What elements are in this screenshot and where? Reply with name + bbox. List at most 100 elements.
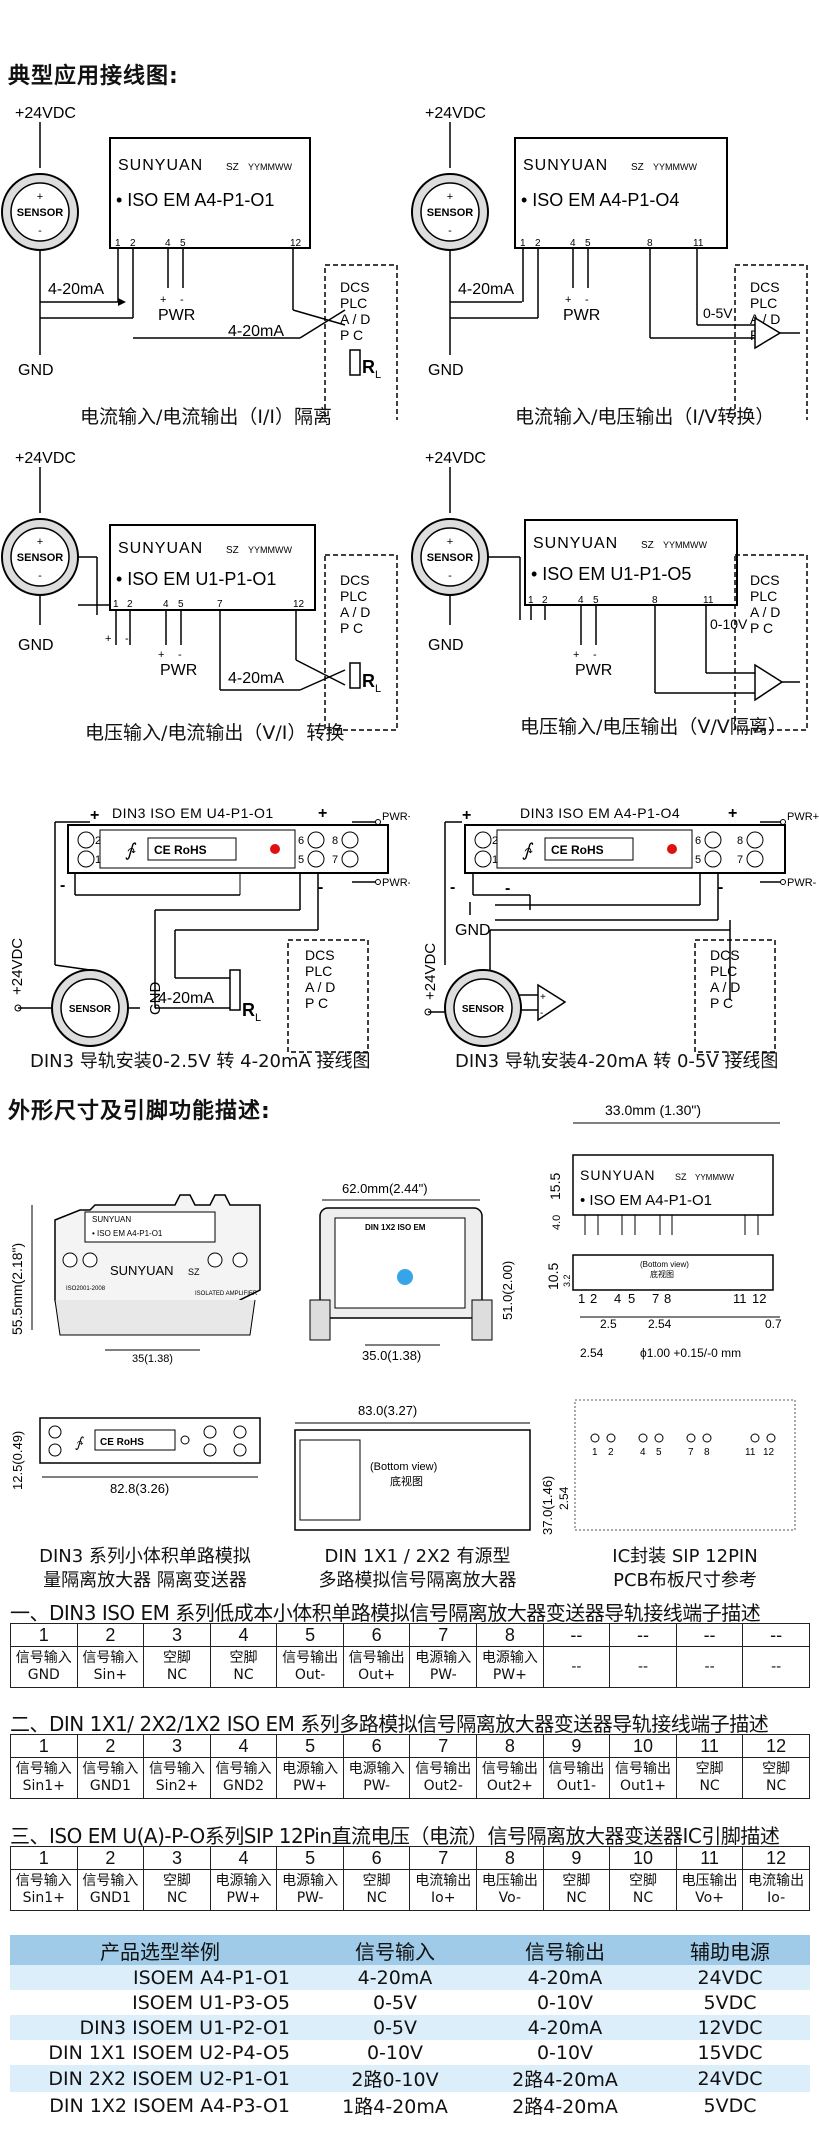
svg-text:-: - <box>38 225 42 237</box>
svg-text:SUNYUAN: SUNYUAN <box>580 1167 655 1183</box>
pin-number: 11 <box>675 1846 744 1870</box>
svg-text:8: 8 <box>737 835 743 847</box>
amplifier-icon <box>754 316 782 350</box>
svg-text:ISOLATED AMPLIFIER: ISOLATED AMPLIFIER <box>195 1291 258 1297</box>
dims-section-title: 外形尺寸及引脚功能描述: <box>8 1099 271 1124</box>
svg-text:SENSOR: SENSOR <box>462 1004 505 1015</box>
pin-number: 3 <box>143 1623 211 1647</box>
svg-text:R: R <box>362 671 375 691</box>
svg-text:5: 5 <box>628 1291 635 1306</box>
pin-number: 1 <box>10 1623 78 1647</box>
pin-number: 10 <box>609 1734 677 1758</box>
svg-text:+: + <box>565 294 571 306</box>
svg-text:15.5: 15.5 <box>547 1173 563 1200</box>
svg-text:1: 1 <box>592 1447 598 1458</box>
pin-number: 7 <box>409 1734 478 1758</box>
svg-text:DIN 1X2 ISO EM: DIN 1X2 ISO EM <box>365 1223 426 1232</box>
table3-title: 三、ISO EM U(A)-P-O系列SIP 12Pin直流电压（电流）信号隔离… <box>10 1824 780 1848</box>
svg-text:6: 6 <box>298 835 304 847</box>
svg-text:4: 4 <box>570 238 576 249</box>
resistor-icon <box>349 349 361 376</box>
svg-text:7: 7 <box>737 854 743 866</box>
pin-number: 9 <box>542 1734 611 1758</box>
svg-text:PLC: PLC <box>750 588 777 604</box>
pin-number: 5 <box>276 1846 344 1870</box>
power-cell: 15VDC <box>697 2041 763 2064</box>
output-cell: 2路4-20mA <box>512 2096 618 2118</box>
pin-number: 8 <box>476 1846 544 1870</box>
svg-text:12: 12 <box>293 599 305 610</box>
svg-text:底视图: 底视图 <box>390 1474 423 1488</box>
table1-title: 一、DIN3 ISO EM 系列低成本小体积单路模拟信号隔离放大器变送器导轨接线… <box>10 1601 761 1625</box>
pin-number: 3 <box>143 1734 211 1758</box>
svg-text:4: 4 <box>163 599 169 610</box>
svg-text:A / D: A / D <box>710 979 740 995</box>
svg-text:-: - <box>180 294 184 306</box>
resistor-icon <box>229 969 241 1011</box>
svg-text:SZ: SZ <box>675 1172 687 1182</box>
gnd-label: GND <box>18 362 54 379</box>
svg-text:4: 4 <box>614 1291 621 1306</box>
caption-din3-b: DIN3 导轨安装4-20mA 转 0-5V 接线图 <box>455 1051 779 1072</box>
power-led-icon <box>667 844 677 854</box>
svg-text:SUNYUAN: SUNYUAN <box>110 1263 174 1278</box>
sensor-label: SENSOR <box>17 207 64 219</box>
svg-text:PLC: PLC <box>710 963 737 979</box>
model-cell: DIN 1X1 ISOEM U2-P4-O5 <box>48 2041 290 2064</box>
power-cell: 5VDC <box>703 2094 757 2117</box>
svg-text:PWR-: PWR- <box>382 877 410 889</box>
svg-text:PLC: PLC <box>305 963 332 979</box>
svg-text:8: 8 <box>647 238 653 249</box>
svg-text:GND: GND <box>428 637 464 654</box>
svg-text:+: + <box>37 191 43 203</box>
svg-text:+: + <box>447 536 453 548</box>
svg-text:+: + <box>318 805 327 822</box>
svg-text:P C: P C <box>340 620 363 636</box>
din3-side-view-drawing: 55.5mm(2.18") SUNYUAN • ISO EM A4-P1-O1 … <box>9 1194 261 1365</box>
power-led-icon <box>270 844 280 854</box>
svg-text:2.54: 2.54 <box>580 1346 604 1360</box>
svg-text:DCS: DCS <box>710 947 740 963</box>
svg-text:55.5mm(2.18"): 55.5mm(2.18") <box>9 1243 25 1335</box>
svg-text:+: + <box>462 807 471 824</box>
svg-text:2: 2 <box>130 238 136 249</box>
svg-text:2: 2 <box>492 835 498 847</box>
power-cell: 12VDC <box>650 2015 810 2040</box>
svg-text:CE RoHS: CE RoHS <box>100 1437 144 1448</box>
svg-text:R: R <box>362 357 375 377</box>
svg-text:12: 12 <box>752 1291 766 1306</box>
svg-text:82.8(3.26): 82.8(3.26) <box>110 1481 169 1496</box>
svg-text:5: 5 <box>695 854 701 866</box>
svg-text:35(1.38): 35(1.38) <box>132 1353 173 1365</box>
svg-text:PWR: PWR <box>563 307 600 324</box>
svg-text:11: 11 <box>745 1447 756 1458</box>
svg-text:(Bottom view): (Bottom view) <box>370 1461 437 1473</box>
module-model: • ISO EM A4-P1-O1 <box>116 190 274 210</box>
svg-text:6: 6 <box>695 835 701 847</box>
svg-text:1: 1 <box>528 595 534 606</box>
svg-text:11: 11 <box>733 1291 747 1306</box>
pin-number: 1 <box>10 1734 78 1758</box>
svg-text:2: 2 <box>95 835 101 847</box>
svg-text:5: 5 <box>656 1447 662 1458</box>
svg-text:2: 2 <box>608 1447 614 1458</box>
svg-text:-: - <box>125 633 129 645</box>
svg-text:5: 5 <box>180 238 186 249</box>
svg-text:+: + <box>37 536 43 548</box>
svg-text:YYMMWW: YYMMWW <box>663 540 707 550</box>
svg-text:2.54: 2.54 <box>557 1486 571 1510</box>
